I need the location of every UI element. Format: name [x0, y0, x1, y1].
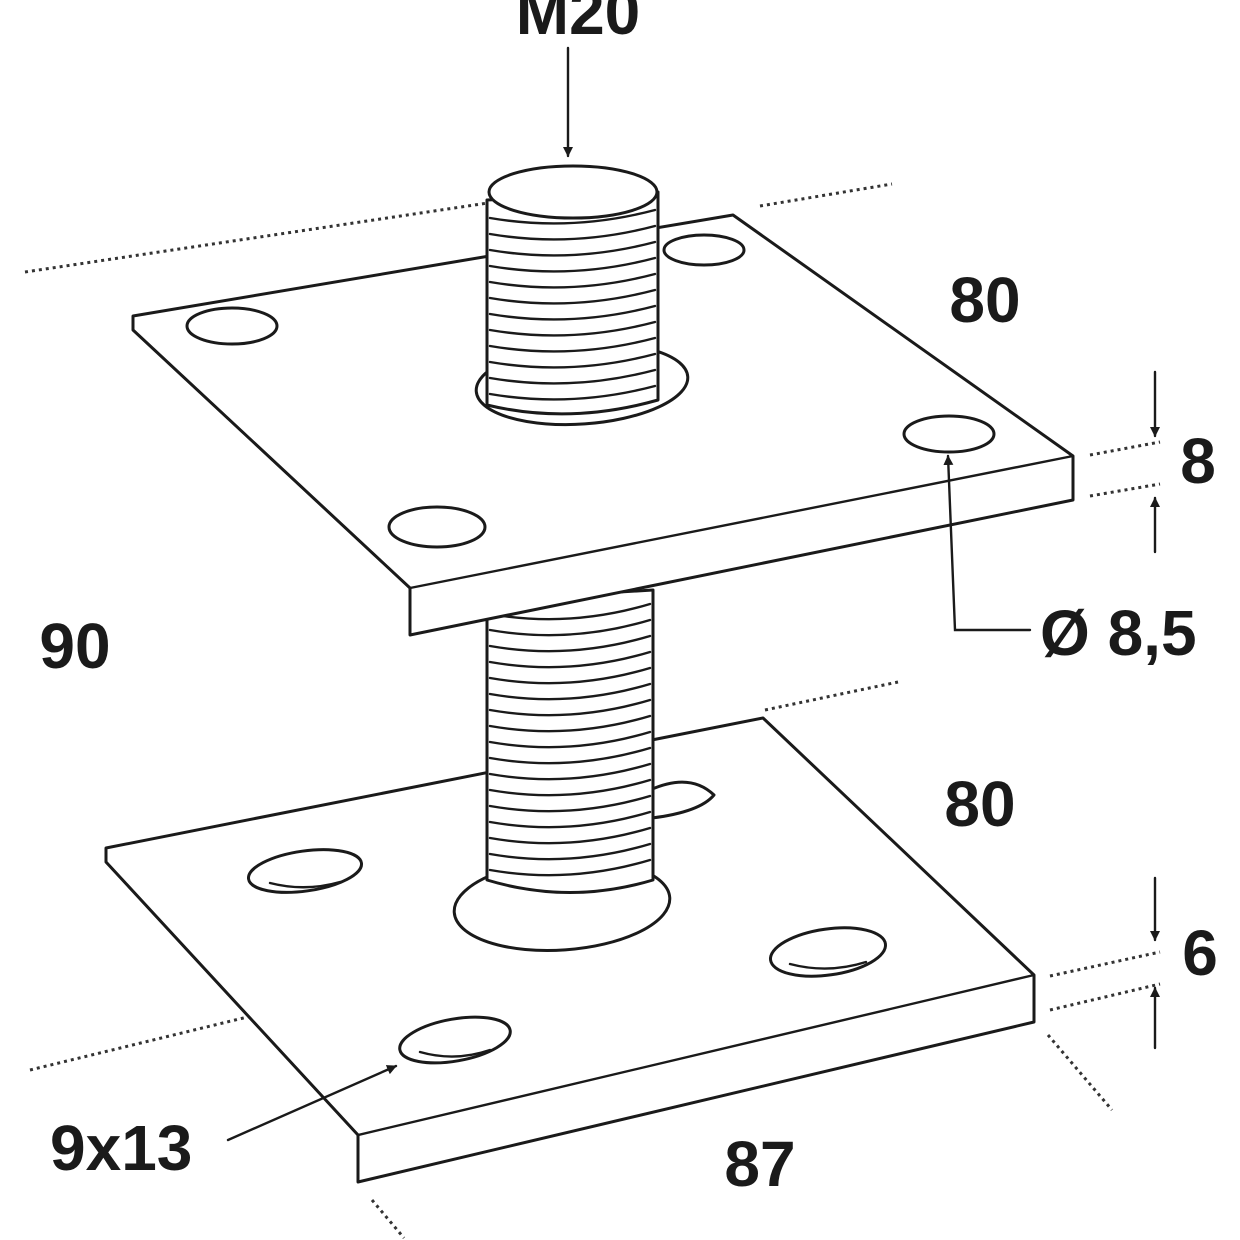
- slot-hole: [246, 848, 364, 894]
- label-total-height: 90: [39, 610, 110, 682]
- label-bottom-plate-thickness: 6: [1182, 917, 1218, 989]
- bolt-hole: [662, 233, 746, 267]
- label-hole-diameter: Ø 8,5: [1040, 597, 1197, 669]
- label-top-plate-thickness: 8: [1180, 425, 1216, 497]
- label-bottom-plate-width: 80: [944, 768, 1015, 840]
- hole-leader: [943, 454, 1032, 632]
- label-thread-size: M20: [516, 0, 641, 48]
- bolt-hole: [902, 414, 996, 454]
- threaded-rod-lower: [485, 588, 655, 894]
- label-top-plate-width: 80: [949, 264, 1020, 336]
- bolt-hole: [387, 505, 487, 549]
- threaded-rod-upper: [485, 164, 660, 416]
- slot-leader: [226, 1064, 398, 1142]
- label-bottom-plate-length: 87: [724, 1128, 795, 1200]
- bolt-hole: [185, 306, 279, 346]
- dimension-arrows: [226, 46, 1160, 1142]
- label-slot-size: 9x13: [50, 1112, 192, 1184]
- rod-top-face: [487, 164, 659, 220]
- top-plate: [131, 213, 1075, 637]
- slot-hole-hidden: [648, 780, 716, 820]
